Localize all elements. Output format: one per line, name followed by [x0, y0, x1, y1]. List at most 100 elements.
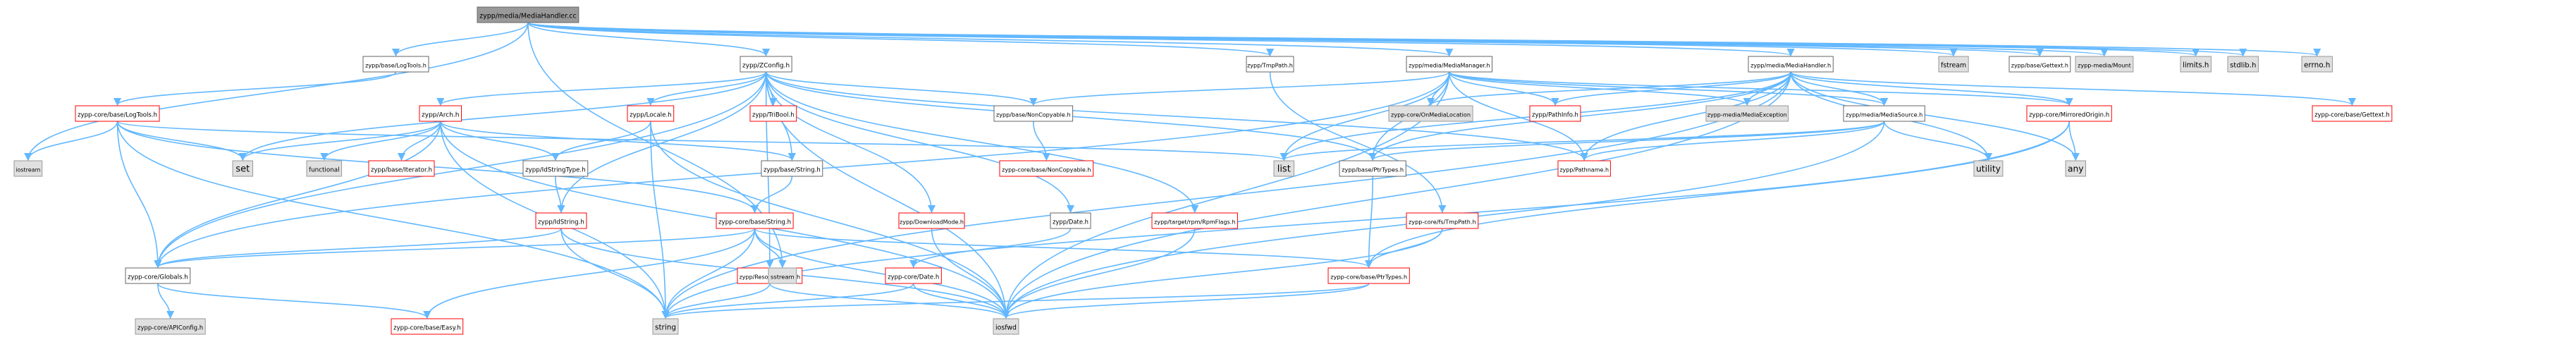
node-coreString[interactable]: zypp-core/base/String.h	[716, 212, 794, 229]
node-idString[interactable]: zypp/IdString.h	[535, 212, 587, 229]
node-ofMediaLocation[interactable]: zypp-core/OnMediaLocation	[1388, 105, 1473, 122]
node-label: zypp-core/MirroredOrigin.h	[2029, 112, 2109, 119]
node-fstream[interactable]: fstream	[1938, 56, 1969, 73]
edge-coreString-to-sstream	[754, 228, 787, 269]
edge-fsTmpPath-to-corePtrTypes	[1365, 228, 1443, 269]
node-pathInfo[interactable]: zypp/PathInfo.h	[1529, 105, 1581, 122]
node-box	[749, 105, 797, 122]
node-box	[1843, 105, 1925, 122]
node-locale[interactable]: zypp/Locale.h	[627, 105, 675, 122]
node-functional[interactable]: functional	[306, 160, 343, 177]
node-label: string	[655, 324, 676, 332]
edge-zconfig-to-pathname	[765, 71, 1588, 161]
node-mediaSource[interactable]: zypp/media/MediaSource.h	[1843, 105, 1925, 122]
node-label: errno.h	[2304, 61, 2330, 70]
node-label: zypp-core/Date.h	[888, 274, 939, 281]
node-label: functional	[309, 167, 340, 174]
edge-root-to-tmppath	[527, 22, 1274, 57]
edge-zconfig-to-dateH	[765, 71, 1075, 214]
node-label: zypp-core/base/String.h	[718, 219, 791, 226]
node-mediaManager[interactable]: zypp/media/MediaManager.h	[1406, 56, 1493, 73]
node-apiConfig[interactable]: zypp-core/APIConfig.h	[135, 318, 206, 335]
node-label: zypp/DownloadMode.h	[900, 219, 964, 226]
node-box	[1705, 105, 1789, 122]
edge-coreLogTools-to-set	[116, 121, 247, 161]
node-box	[362, 56, 429, 73]
node-label: zypp/Pathname.h	[1559, 167, 1609, 173]
node-box	[1246, 56, 1294, 73]
node-label: zypp/base/LogTools.h	[365, 62, 427, 69]
edge-zconfig-to-nonCopyableH	[765, 71, 1038, 106]
edge-coreLogTools-to-string	[116, 121, 670, 319]
node-baseString[interactable]: zypp/base/String.h	[761, 160, 823, 177]
edge-coreLogTools-to-coreString	[116, 121, 759, 214]
node-any[interactable]: any	[2065, 160, 2087, 177]
node-box	[2026, 105, 2112, 122]
node-nonCopyableH[interactable]: zypp/base/NonCopyable.h	[993, 105, 1074, 122]
node-baseIterator[interactable]: zypp/base/Iterator.h	[368, 160, 435, 177]
node-coreGettext[interactable]: zypp-core/base/Gettext.h	[2312, 105, 2393, 122]
node-tmppath[interactable]: zypp/TmpPath.h	[1246, 56, 1294, 73]
edge-mediaSource-to-basePtrTypes	[1368, 121, 1885, 161]
node-mirroredOrigin[interactable]: zypp-core/MirroredOrigin.h	[2026, 105, 2112, 122]
node-box	[135, 318, 206, 335]
node-label: zypp/media/MediaSource.h	[1846, 112, 1922, 118]
edge-arch-to-baseIterator	[397, 121, 441, 161]
edge-fsTmpPath-to-iosfwd	[1002, 228, 1443, 319]
edge-resolverFocus-to-string	[661, 283, 771, 319]
node-coreGlobals[interactable]: zypp-core/Globals.h	[125, 267, 191, 284]
edge-mediaHandlerH-to-coreGettext	[1790, 71, 2356, 106]
node-label: zypp/base/PtrTypes.h	[1342, 166, 1404, 173]
node-set[interactable]: set	[232, 160, 254, 177]
node-baseLogTools[interactable]: zypp/base/LogTools.h	[362, 56, 429, 73]
node-limits[interactable]: limits.h	[2180, 56, 2212, 73]
node-box	[1406, 212, 1479, 229]
node-label: zypp-core/base/PtrTypes.h	[1330, 274, 1407, 281]
edge-arch-to-functional	[320, 121, 441, 161]
node-iostream[interactable]: iostream	[13, 160, 43, 177]
node-box	[1973, 160, 2004, 177]
node-coreNonCopyable[interactable]: zypp-core/base/NonCopyable.h	[999, 160, 1094, 177]
node-label: zypp/Date.h	[1053, 219, 1088, 226]
node-basePtrTypes[interactable]: zypp/base/PtrTypes.h	[1339, 160, 1406, 177]
node-errno[interactable]: errno.h	[2301, 56, 2333, 73]
node-iosfwd[interactable]: iosfwd	[993, 318, 1019, 335]
edge-mediaManager-to-list	[1280, 71, 1450, 161]
node-box	[761, 160, 823, 177]
node-label: zypp-media/MediaException	[1707, 112, 1787, 118]
node-mediaMount[interactable]: zypp-media/Mount	[2075, 56, 2134, 73]
node-zconfig[interactable]: zypp/ZConfig.h	[740, 56, 792, 73]
node-box	[1406, 56, 1493, 73]
edge-baseString-to-coreString	[750, 176, 793, 214]
edge-resolverFocus-to-iosfwd	[769, 283, 1010, 319]
node-arch[interactable]: zypp/Arch.h	[419, 105, 462, 122]
node-rpmFlags[interactable]: zypp/target/rpm/RpmFlags.h	[1151, 212, 1239, 229]
node-mediaHandlerH[interactable]: zypp/media/MediaHandler.h	[1748, 56, 1834, 73]
edge-locale-to-iosfwd	[650, 121, 1010, 319]
node-tribool[interactable]: zypp/TriBool.h	[749, 105, 797, 122]
node-baseGettext[interactable]: zypp/base/Gettext.h	[2008, 56, 2071, 73]
node-coreDate[interactable]: zypp-core/Date.h	[885, 267, 942, 284]
node-label: zypp-core/base/Gettext.h	[2314, 111, 2390, 118]
node-mediaException[interactable]: zypp-media/MediaException	[1705, 105, 1789, 122]
node-fsTmpPath[interactable]: zypp-core/fs/TmpPath.h	[1406, 212, 1479, 229]
node-idStringType[interactable]: zypp/IdStringType.h	[522, 160, 589, 177]
node-utility[interactable]: utility	[1973, 160, 2004, 177]
node-stdlib[interactable]: stdlib.h	[2227, 56, 2259, 73]
edge-mediaSource-to-list	[1280, 121, 1885, 161]
node-box	[1273, 160, 1295, 177]
edge-mediaSource-to-utility	[1883, 121, 1993, 161]
node-downloadMode[interactable]: zypp/DownloadMode.h	[898, 212, 965, 229]
node-coreLogTools[interactable]: zypp-core/base/LogTools.h	[75, 105, 160, 122]
node-sstream[interactable]: sstream	[768, 267, 797, 284]
node-label: zypp-core/Globals.h	[128, 274, 188, 281]
node-string[interactable]: string	[652, 318, 679, 335]
node-dateH[interactable]: zypp/Date.h	[1050, 212, 1091, 229]
node-corePtrTypes[interactable]: zypp-core/base/PtrTypes.h	[1327, 267, 1410, 284]
edge-mediaHandlerH-to-ofMediaLocation	[1427, 71, 1791, 106]
node-pathname[interactable]: zypp/Pathname.h	[1557, 160, 1611, 177]
edge-zconfig-to-rpmFlags	[765, 71, 1199, 214]
node-easy[interactable]: zypp-core/base/Easy.h	[391, 318, 464, 335]
edge-mediaManager-to-mirroredOrigin	[1448, 71, 2073, 106]
node-list[interactable]: list	[1273, 160, 1295, 177]
